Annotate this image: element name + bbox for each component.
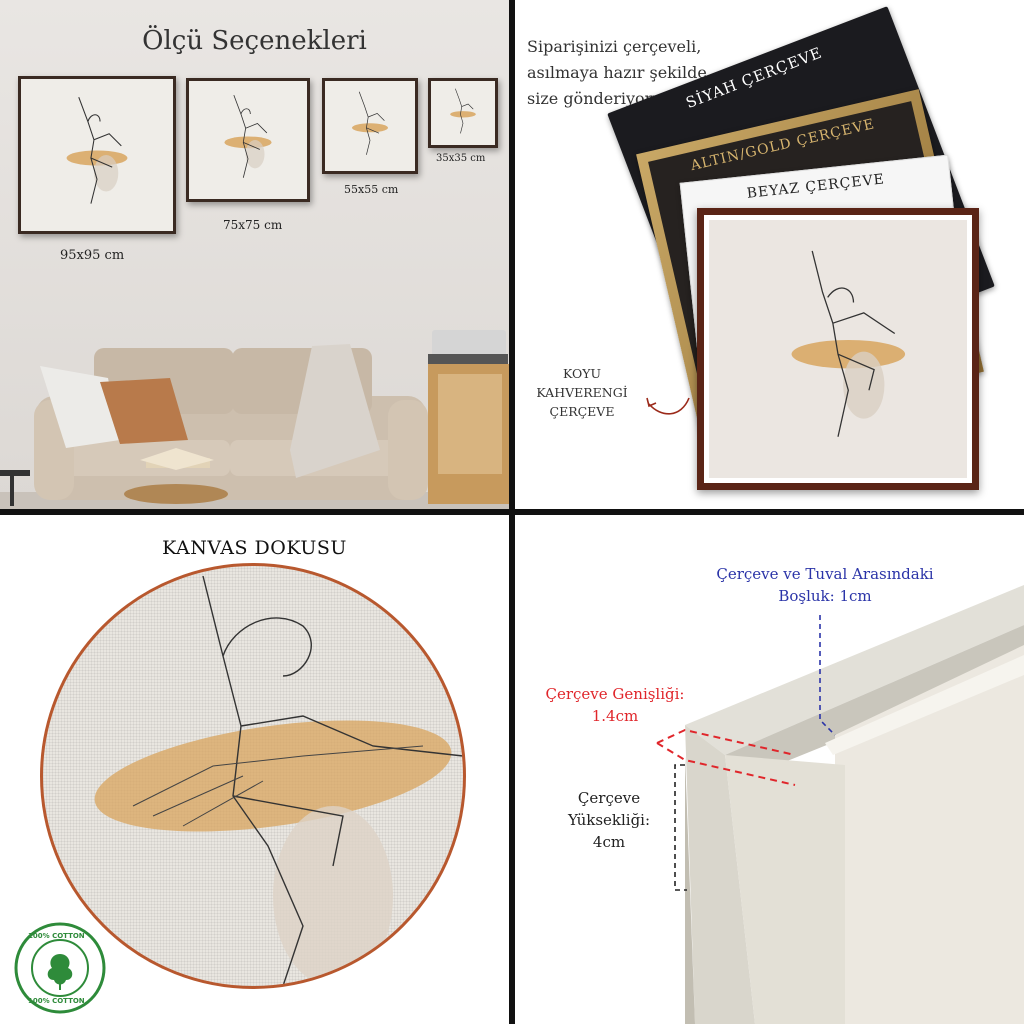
size-options-panel: Ölçü Seçenekleri 95x95 cm 75x75 cm 55x55…: [0, 0, 509, 509]
cotton-badge-text-bottom: 100% COTTON: [28, 997, 85, 1005]
cotton-badge-text-top: 100% COTTON: [28, 932, 85, 940]
frame-specs-panel: Çerçeve ve Tuval Arasındaki Boşluk: 1cm …: [515, 515, 1024, 1024]
frame-75: [186, 78, 310, 202]
intro-line: Siparişinizi çerçeveli,: [527, 37, 702, 56]
brown-label-line: KOYU: [562, 366, 602, 381]
frame-95: [18, 76, 176, 234]
gap-label-line: Çerçeve ve Tuval Arasındaki: [716, 565, 934, 583]
ballerina-art: [224, 95, 272, 178]
brown-label-line: KAHVERENGİ: [536, 385, 628, 400]
frame-55: [322, 78, 418, 174]
texture-circle: [40, 563, 466, 989]
canvas-texture-panel: KANVAS DOKUSU 100% COTTON 100% COTTON: [0, 515, 509, 1024]
cotton-badge-icon: [14, 922, 106, 1014]
size-label-95: 95x95 cm: [60, 248, 125, 263]
gap-label: Çerçeve ve Tuval Arasındaki Boşluk: 1cm: [675, 563, 975, 607]
ballerina-art: [450, 88, 476, 134]
size-label-35: 35x35 cm: [436, 153, 486, 164]
brown-frame-label: KOYU KAHVERENGİ ÇERÇEVE: [527, 364, 637, 421]
brown-label-line: ÇERÇEVE: [549, 404, 615, 419]
living-room-scene: [0, 330, 509, 506]
frame-options-panel: Siparişinizi çerçeveli, asılmaya hazır ş…: [515, 0, 1024, 509]
frame-35: [428, 78, 498, 148]
dimension-lines: [656, 615, 836, 891]
frame-brown: [697, 208, 979, 490]
size-label-75: 75x75 cm: [223, 218, 283, 232]
gap-label-line: Boşluk: 1cm: [778, 587, 872, 605]
intro-line: asılmaya hazır şekilde: [527, 63, 707, 82]
curved-arrow-icon: [646, 397, 690, 415]
height-label-line: Yüksekliği:: [567, 811, 651, 829]
ballerina-closeup: [94, 575, 463, 986]
height-label-line: 4cm: [592, 833, 626, 851]
height-label-line: Çerçeve: [577, 789, 641, 807]
ballerina-art: [791, 250, 906, 437]
width-label-line: Çerçeve Genişliği:: [545, 685, 685, 703]
size-label-55: 55x55 cm: [344, 183, 399, 196]
texture-title: KANVAS DOKUSU: [162, 537, 347, 559]
width-label: Çerçeve Genişliği: 1.4cm: [525, 683, 705, 727]
page-title: Ölçü Seçenekleri: [142, 26, 367, 56]
frame-corner-illustration: [685, 585, 1024, 1024]
width-label-line: 1.4cm: [591, 707, 639, 725]
ballerina-art: [66, 97, 128, 204]
ballerina-art: [352, 91, 388, 155]
height-label: Çerçeve Yüksekliği: 4cm: [549, 787, 669, 853]
intro-text: Siparişinizi çerçeveli, asılmaya hazır ş…: [527, 34, 767, 112]
canvas-art: [709, 220, 967, 478]
